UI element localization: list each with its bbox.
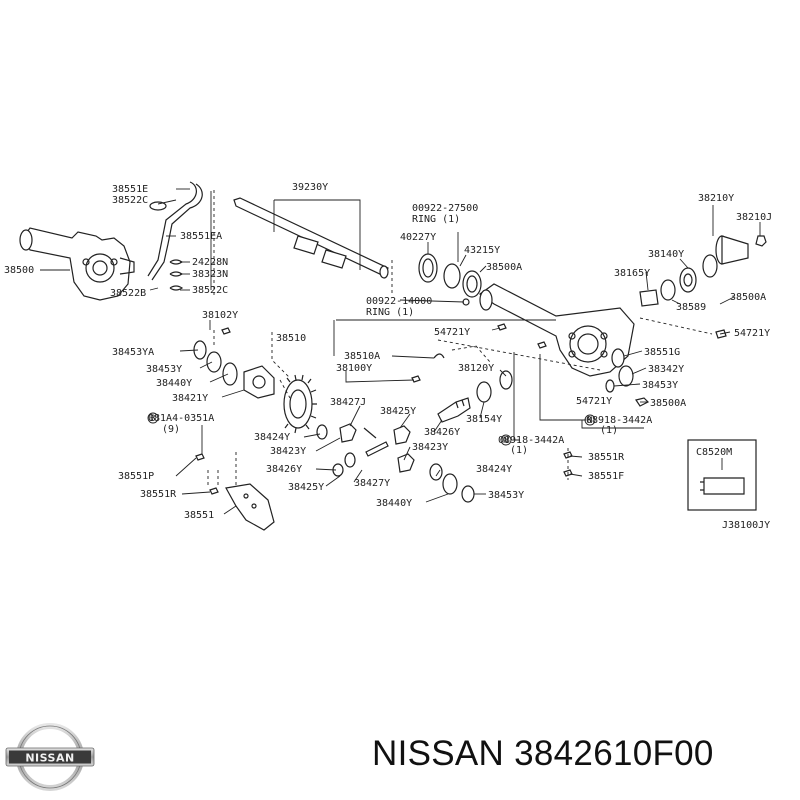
label-38551F: 38551F bbox=[588, 471, 624, 482]
carrier-bearings-right bbox=[605, 329, 727, 407]
label-38421Y: 38421Y bbox=[172, 393, 208, 404]
part-number-caption: NISSAN 3842610F00 bbox=[372, 734, 714, 773]
label-38140Y: 38140Y bbox=[648, 249, 684, 260]
label-38323N: 38323N bbox=[192, 269, 228, 280]
dashed-guide-lines bbox=[207, 190, 713, 486]
label-38500A: 38500A bbox=[650, 398, 686, 409]
leader-lines bbox=[40, 188, 761, 515]
bolts-and-fasteners bbox=[195, 323, 573, 495]
label-38440Y: 38440Y bbox=[376, 498, 412, 509]
label-paren-9: (9) bbox=[162, 424, 180, 435]
label-38423Y: 38423Y bbox=[412, 442, 448, 453]
marker-n: N bbox=[587, 416, 592, 426]
label-diagram-code: J38100JY bbox=[722, 520, 770, 531]
label-38342Y: 38342Y bbox=[648, 364, 684, 375]
label-38102Y: 38102Y bbox=[202, 310, 238, 321]
label-38551G: 38551G bbox=[644, 347, 680, 358]
label-38426Y: 38426Y bbox=[266, 464, 302, 475]
callout-labels: 38551E 38522C 38551EA 38500 24228N 38323… bbox=[4, 182, 772, 531]
label-ring-1: RING (1) bbox=[412, 214, 460, 225]
label-38424Y: 38424Y bbox=[254, 432, 290, 443]
label-paren-1: (1) bbox=[600, 425, 618, 436]
dust-cover-plate bbox=[225, 483, 275, 531]
label-38551EA: 38551EA bbox=[180, 231, 222, 242]
axle-tube-right bbox=[478, 283, 635, 377]
label-38500A: 38500A bbox=[730, 292, 766, 303]
label-38500A: 38500A bbox=[486, 262, 522, 273]
tool-c8520m bbox=[687, 439, 757, 511]
label-08918-3442A: 08918-3442A bbox=[498, 435, 564, 446]
label-43215Y: 43215Y bbox=[464, 245, 500, 256]
label-38522B: 38522B bbox=[110, 288, 146, 299]
label-38440Y: 38440Y bbox=[156, 378, 192, 389]
axle-shaft bbox=[233, 197, 389, 279]
label-39230Y: 39230Y bbox=[292, 182, 328, 193]
label-38120Y: 38120Y bbox=[458, 363, 494, 374]
label-00922-14000: 00922-14000 bbox=[366, 296, 432, 307]
label-38453Y: 38453Y bbox=[146, 364, 182, 375]
label-38154Y: 38154Y bbox=[466, 414, 502, 425]
label-38589: 38589 bbox=[676, 302, 706, 313]
label-54721Y: 54721Y bbox=[734, 328, 770, 339]
callout-markers: B N N bbox=[147, 412, 596, 446]
label-081A4-0351A: 081A4-0351A bbox=[148, 413, 214, 424]
label-38425Y: 38425Y bbox=[288, 482, 324, 493]
label-38210J: 38210J bbox=[736, 212, 772, 223]
label-38423Y: 38423Y bbox=[270, 446, 306, 457]
marker-n: N bbox=[503, 436, 508, 446]
label-38551: 38551 bbox=[184, 510, 214, 521]
label-38551R: 38551R bbox=[588, 452, 625, 463]
differential-pinions bbox=[316, 423, 475, 503]
label-38500: 38500 bbox=[4, 265, 34, 276]
label-38510A: 38510A bbox=[344, 351, 380, 362]
label-00922-27500: 00922-27500 bbox=[412, 203, 478, 214]
label-54721Y: 54721Y bbox=[576, 396, 612, 407]
label-38425Y: 38425Y bbox=[380, 406, 416, 417]
differential-housing-left bbox=[19, 227, 135, 301]
label-24228N: 24228N bbox=[192, 257, 228, 268]
label-38551P: 38551P bbox=[118, 471, 154, 482]
pinion-gear bbox=[437, 370, 513, 423]
label-38424Y: 38424Y bbox=[476, 464, 512, 475]
label-ring-1: RING (1) bbox=[366, 307, 414, 318]
label-40227Y: 40227Y bbox=[400, 232, 436, 243]
label-38453Y: 38453Y bbox=[488, 490, 524, 501]
label-38427Y: 38427Y bbox=[354, 478, 390, 489]
label-38453Y: 38453Y bbox=[642, 380, 678, 391]
ring-gear-case bbox=[193, 340, 317, 434]
label-paren-1: (1) bbox=[510, 445, 528, 456]
label-54721Y: 54721Y bbox=[434, 327, 470, 338]
seal-bearing-set-top bbox=[418, 253, 482, 306]
nissan-logo: NISSAN bbox=[5, 723, 95, 791]
label-08918-3442A: 08918-3442A bbox=[586, 415, 652, 426]
label-38522C: 38522C bbox=[192, 285, 228, 296]
label-38165Y: 38165Y bbox=[614, 268, 650, 279]
label-38551R: 38551R bbox=[140, 489, 177, 500]
marker-b: B bbox=[150, 414, 155, 424]
label-38522C: 38522C bbox=[112, 195, 148, 206]
logo-wordmark: NISSAN bbox=[25, 752, 74, 765]
label-38453YA: 38453YA bbox=[112, 347, 154, 358]
label-38510: 38510 bbox=[276, 333, 306, 344]
label-38551E: 38551E bbox=[112, 184, 148, 195]
pinion-flange-parts bbox=[639, 235, 767, 307]
label-38100Y: 38100Y bbox=[336, 363, 372, 374]
label-C8520M: C8520M bbox=[696, 447, 732, 458]
label-38426Y: 38426Y bbox=[424, 427, 460, 438]
label-38427J: 38427J bbox=[330, 397, 366, 408]
label-38210Y: 38210Y bbox=[698, 193, 734, 204]
